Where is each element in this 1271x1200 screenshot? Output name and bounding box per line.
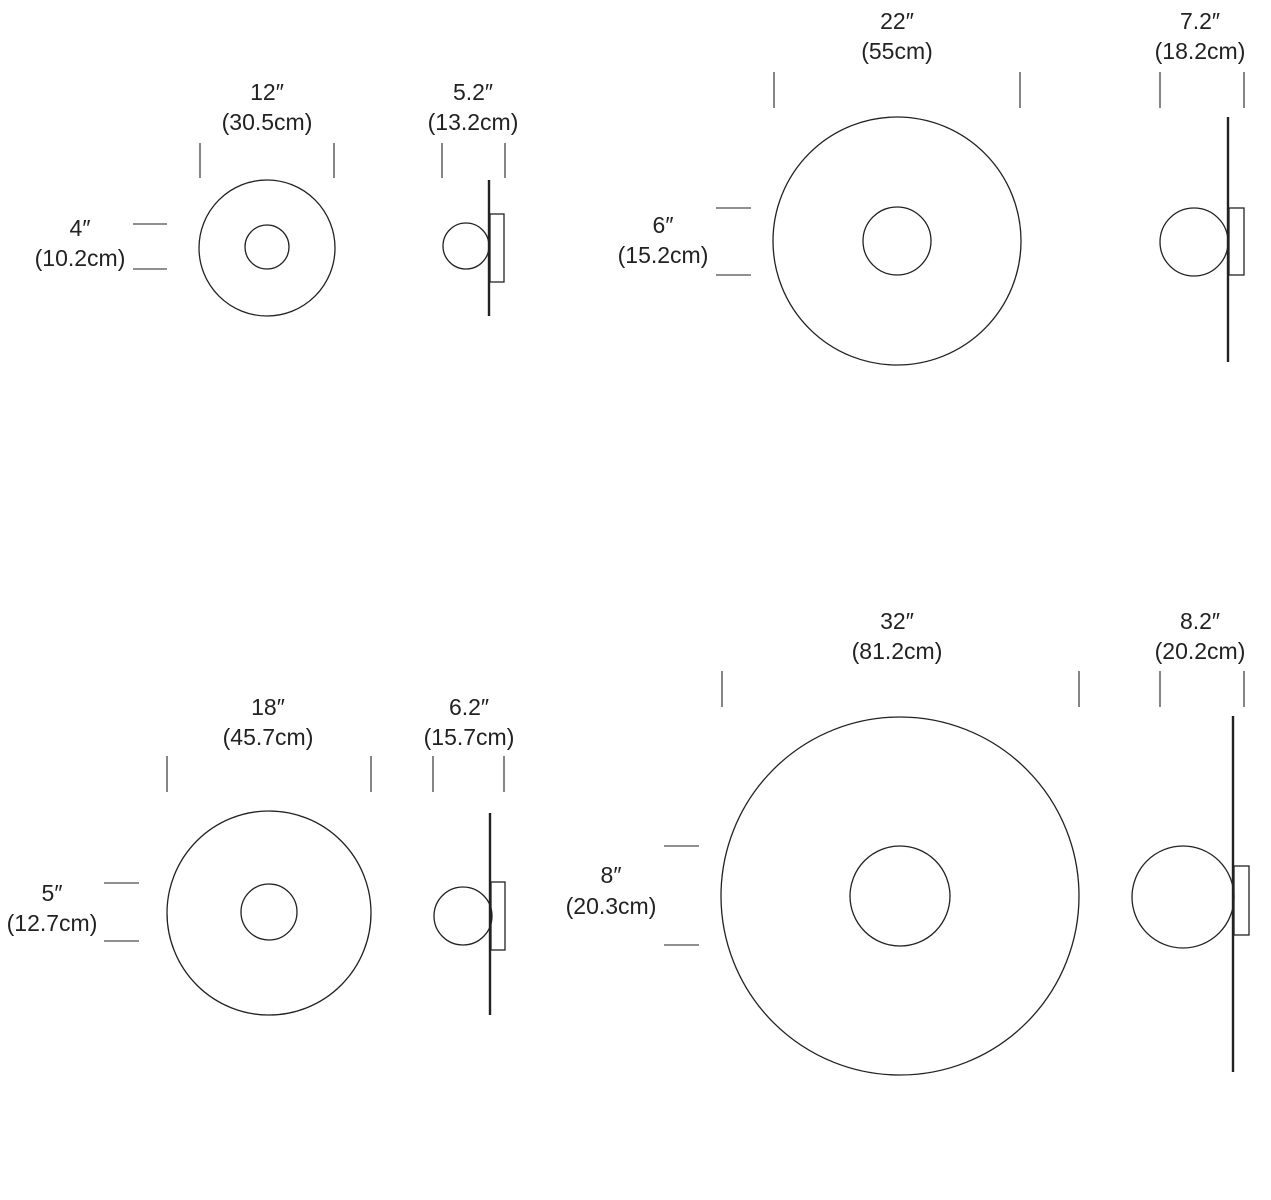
depth-imperial-label: 6.2″ xyxy=(449,694,489,720)
globe-front-view xyxy=(849,845,951,947)
diameter-imperial-label: 32″ xyxy=(880,608,914,634)
canopy-side-view xyxy=(490,881,506,951)
disc-front-view xyxy=(720,716,1080,1076)
globe-metric-label: (20.3cm) xyxy=(566,893,657,919)
globe-side-view xyxy=(1159,207,1229,277)
fixture-22in: 22″ (55cm) 6″ (15.2cm) 7.2″ (18.2cm) xyxy=(618,8,1246,366)
globe-front-view xyxy=(240,883,298,941)
depth-metric-label: (18.2cm) xyxy=(1155,38,1246,64)
globe-metric-label: (15.2cm) xyxy=(618,242,709,268)
diameter-metric-label: (55cm) xyxy=(861,38,933,64)
disc-front-view xyxy=(772,116,1022,366)
canopy-side-view xyxy=(489,213,505,283)
diameter-metric-label: (30.5cm) xyxy=(222,109,313,135)
disc-front-view xyxy=(198,179,336,317)
globe-metric-label: (10.2cm) xyxy=(35,245,126,271)
globe-side-view xyxy=(442,222,490,270)
globe-front-view xyxy=(244,224,290,270)
globe-imperial-label: 4″ xyxy=(70,215,91,241)
canopy-side-view xyxy=(1228,207,1245,276)
diameter-imperial-label: 18″ xyxy=(251,694,285,720)
globe-metric-label: (12.7cm) xyxy=(7,910,98,936)
globe-imperial-label: 6″ xyxy=(653,212,674,238)
globe-imperial-label: 8″ xyxy=(601,862,622,888)
depth-metric-label: (13.2cm) xyxy=(428,109,519,135)
depth-metric-label: (15.7cm) xyxy=(424,724,515,750)
depth-imperial-label: 7.2″ xyxy=(1180,8,1220,34)
globe-side-view xyxy=(433,886,493,946)
fixture-18in: 18″ (45.7cm) 5″ (12.7cm) 6.2″ (15.7cm) xyxy=(7,694,515,1016)
diameter-metric-label: (81.2cm) xyxy=(852,638,943,664)
diameter-imperial-label: 22″ xyxy=(880,8,914,34)
fixture-12in: 12″ (30.5cm) 4″ (10.2cm) 5.2″ (13.2cm) xyxy=(35,79,519,317)
disc-front-view xyxy=(166,810,372,1016)
globe-imperial-label: 5″ xyxy=(42,880,63,906)
fixture-32in: 32″ (81.2cm) 8″ (20.3cm) 8.2″ (20.2cm) xyxy=(566,608,1250,1076)
globe-front-view xyxy=(862,206,932,276)
globe-side-view xyxy=(1131,845,1235,949)
diameter-metric-label: (45.7cm) xyxy=(223,724,314,750)
canopy-side-view xyxy=(1233,865,1250,936)
depth-imperial-label: 8.2″ xyxy=(1180,608,1220,634)
depth-imperial-label: 5.2″ xyxy=(453,79,493,105)
depth-metric-label: (20.2cm) xyxy=(1155,638,1246,664)
diameter-imperial-label: 12″ xyxy=(250,79,284,105)
